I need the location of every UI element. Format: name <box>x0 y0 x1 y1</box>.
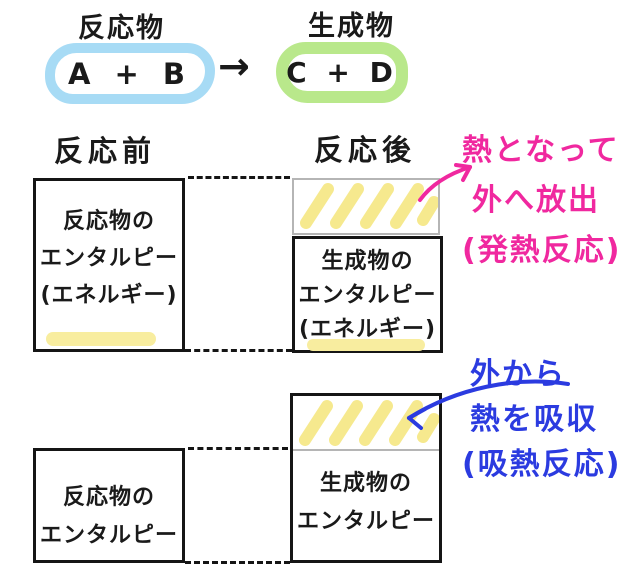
annotation-line: 熱を吸収 <box>470 402 598 437</box>
heat-hatch-pattern <box>300 183 438 229</box>
products-label: 生成物 <box>308 11 395 42</box>
annotation-line: 外から <box>470 357 566 392</box>
products-formula: C + D <box>286 56 398 89</box>
exo-reactant-enthalpy-box: 反応物の エンタルピー (エネルギー) <box>33 178 185 352</box>
box-text-line: 反応物の <box>62 209 155 234</box>
annotation-line: (吸熱反応) <box>462 447 622 482</box>
box-text-line: 生成物の <box>321 249 414 274</box>
box-text-line: エンタルピー <box>296 509 435 534</box>
box-text-line: エンタルピー <box>39 246 178 271</box>
highlight-marker <box>307 339 425 351</box>
exothermic-arrow-icon <box>418 163 472 202</box>
heat-hatch-pattern <box>299 400 439 446</box>
box-text-line: (エネルギー) <box>40 283 178 308</box>
annotation-line: (発熱反応) <box>462 233 622 268</box>
before-reaction-label: 反応前 <box>54 134 157 168</box>
after-reaction-label: 反応後 <box>314 133 417 167</box>
highlight-marker <box>46 332 156 346</box>
endo-absorbed-heat-box <box>293 396 439 451</box>
dashed-connector-exo-bottom <box>185 349 292 352</box>
exo-product-enthalpy-box: 生成物の エンタルピー (エネルギー) <box>292 236 443 353</box>
annotation-line: 熱となって <box>462 133 620 168</box>
box-text-line: エンタルピー <box>298 283 437 308</box>
endothermic-annotation: 外から 熱を吸収 (吸熱反応) <box>462 352 621 487</box>
products-marker-ring: C + D <box>276 42 408 103</box>
reactants-marker-ring: A + B <box>45 43 215 104</box>
endo-reactant-enthalpy-box: 反応物の エンタルピー <box>33 448 185 563</box>
reactants-formula: A + B <box>67 56 193 91</box>
dashed-connector-endo-bottom <box>185 561 290 564</box>
dashed-connector-exo-top <box>188 176 290 179</box>
endothermic-arrow-icon <box>407 379 570 430</box>
dashed-connector-endo-top <box>188 447 288 450</box>
reaction-arrow-icon: → <box>218 44 250 88</box>
annotation-line: 外へ放出 <box>472 183 600 218</box>
endo-product-enthalpy-box: 生成物の エンタルピー <box>290 393 442 563</box>
exothermic-annotation: 熱となって 外へ放出 (発熱反応) <box>462 126 621 276</box>
reactants-label: 反応物 <box>78 13 165 44</box>
box-text-line: 反応物の <box>62 485 155 510</box>
box-text-line: 生成物の <box>319 471 412 496</box>
box-text-line: エンタルピー <box>39 523 178 548</box>
box-text-line: (エネルギー) <box>298 317 437 342</box>
exo-released-heat-box <box>292 178 440 235</box>
